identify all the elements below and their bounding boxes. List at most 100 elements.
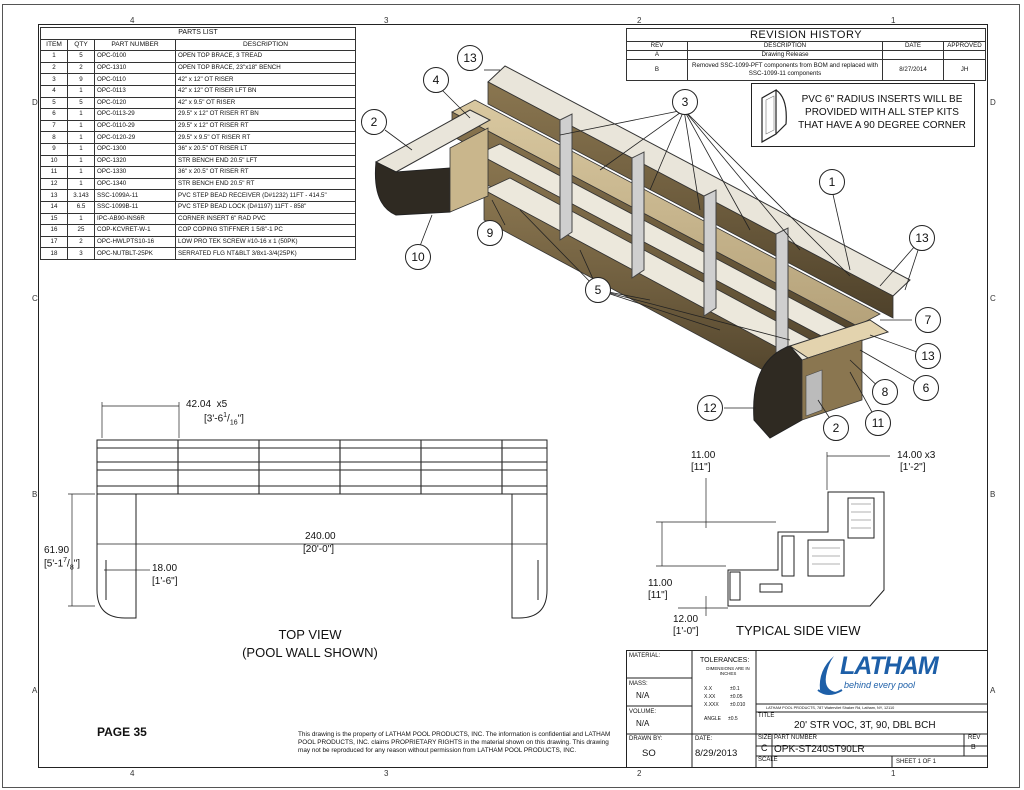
parts-header-description: DESCRIPTION: [175, 38, 356, 52]
sheet-size: C: [761, 743, 768, 753]
tol-x-value: ±0.1: [730, 686, 740, 692]
parts-cell-description: PVC STEP BEAD RECEIVER (D#1232) 11FT - 4…: [175, 189, 356, 202]
parts-cell-part-number: OPC-0100: [94, 50, 176, 63]
top-view-title-line2: (POOL WALL SHOWN): [242, 645, 378, 660]
top-view-right-bench: [511, 494, 548, 619]
parts-header-part-number: PART NUMBER: [94, 38, 176, 52]
zone-right-d: D: [990, 98, 996, 107]
parts-cell-description: STR BENCH END 20.5" RT: [175, 177, 356, 191]
parts-list-title: PARTS LIST: [40, 27, 356, 40]
material-label: MATERIAL:: [629, 653, 661, 659]
revision-description: Removed SSC-1099-PFT components from BOM…: [687, 59, 883, 81]
zone-top-4: 4: [130, 16, 135, 25]
part-number: OPK-ST240ST90LR: [774, 744, 865, 755]
parts-cell-description: LOW PRO TEK SCREW #10-16 x 1 (50PK): [175, 235, 356, 249]
left-bench: [374, 109, 492, 216]
side-view-grille: [807, 539, 845, 577]
item-balloon: 2: [823, 415, 849, 441]
parts-cell-description: PVC STEP BEAD LOCK (D#1197) 11FT - 858": [175, 200, 356, 214]
zone-left-b: B: [32, 490, 38, 499]
top-view-left-bench: [96, 494, 137, 619]
item-balloon: 1: [819, 169, 845, 195]
latham-tagline: behind every pool: [844, 680, 916, 690]
zone-bottom-1: 1: [891, 769, 896, 778]
drawing-title: 20' STR VOC, 3T, 90, DBL BCH: [794, 720, 936, 731]
zone-left-a: A: [32, 686, 38, 695]
side-view-title: TYPICAL SIDE VIEW: [736, 623, 861, 638]
side-view-bench-grille: [847, 497, 875, 539]
parts-cell-item: 7: [40, 119, 68, 133]
parts-cell-description: 29.5" x 12" OT RISER RT: [175, 119, 356, 133]
proprietary-disclaimer: This drawing is the property of LATHAM P…: [298, 731, 611, 755]
dim-tread-frac-num: 1: [223, 412, 228, 419]
dim-tread-ft-whole: [3'-6: [204, 413, 224, 425]
drawn-by: SO: [642, 748, 656, 759]
riser-top-rail: [487, 65, 911, 319]
drawing-date: 8/29/2013: [695, 748, 738, 759]
parts-cell-qty: 3: [67, 247, 95, 260]
dim-depth-frac-num: 7: [63, 557, 68, 564]
dim-depth-ft-close: "]: [73, 558, 81, 570]
dim-bottom: 12.00: [673, 614, 699, 625]
parts-cell-description: STR BENCH END 20.5" LFT: [175, 154, 356, 168]
open-top-braces: [559, 113, 789, 355]
company-address: LATHAM POOL PRODUCTS, 787 Watervliet Sha…: [766, 706, 895, 710]
item-balloon: 13: [909, 225, 935, 251]
item-balloon: 11: [865, 410, 891, 436]
parts-cell-qty: 1: [67, 166, 95, 179]
parts-cell-description: 29.5" x 9.5" OT RISER RT: [175, 131, 356, 144]
parts-cell-qty: 1: [67, 131, 95, 144]
parts-cell-item: 17: [40, 235, 68, 249]
parts-cell-part-number: COP-KCVRET-W-1: [94, 224, 176, 237]
tol-angle-value: ±0.5: [728, 716, 738, 722]
zone-right-a: A: [990, 686, 996, 695]
dim-tread-ft-close: "]: [237, 413, 244, 425]
dim-bottom-ft: [1'-0"]: [673, 626, 699, 637]
parts-cell-qty: 3.143: [67, 189, 95, 202]
zone-right-c: C: [990, 294, 996, 303]
tolerances-label: TOLERANCES:: [700, 657, 750, 664]
dim-depth-frac-den: 8: [69, 564, 74, 572]
drawn-by-label: DRAWN BY:: [629, 736, 663, 742]
parts-cell-item: 12: [40, 177, 68, 191]
top-view-title-line1: TOP VIEW: [278, 627, 342, 642]
zone-right-b: B: [990, 490, 996, 499]
zone-top-1: 1: [891, 16, 896, 25]
mass-value: N/A: [636, 691, 650, 700]
parts-cell-part-number: OPC-HWLPTS10-16: [94, 235, 176, 249]
dim-depth: 61.90: [44, 545, 70, 556]
dim-total-length-ft: [20'-0"]: [303, 544, 335, 555]
top-view-title: TOP VIEW (POOL WALL SHOWN): [220, 626, 400, 662]
parts-cell-description: COP COPING STIFFNER 1 5/8"-1 PC: [175, 224, 356, 237]
tol-xx-value: ±0.05: [730, 694, 743, 700]
parts-cell-part-number: OPC-0120-29: [94, 131, 176, 144]
side-view-profile: [727, 491, 885, 607]
zone-bottom-4: 4: [130, 769, 135, 778]
parts-cell-part-number: OPC-1340: [94, 177, 176, 191]
dim-rise-ft: [11"]: [691, 462, 711, 473]
item-balloon: 9: [477, 220, 503, 246]
sheet-number: SHEET 1 OF 1: [896, 759, 936, 765]
dim-tread-frac-den: 16: [229, 419, 238, 427]
title-block-grid: [626, 650, 988, 768]
zone-bottom-2: 2: [637, 769, 642, 778]
parts-cell-description: 36" x 20.5" OT RISER RT: [175, 166, 356, 179]
side-view-dimension-lines: [656, 452, 890, 616]
item-balloon: 3: [672, 89, 698, 115]
item-balloon: 7: [915, 307, 941, 333]
item-balloon: 8: [872, 379, 898, 405]
latham-logo: LATHAM: [840, 652, 939, 680]
